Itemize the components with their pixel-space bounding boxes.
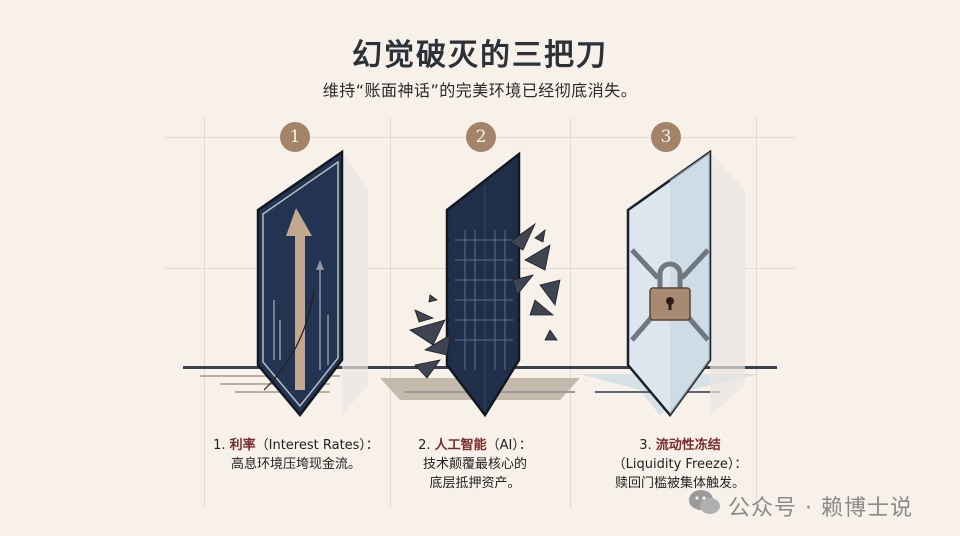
rising-arrow-icon <box>263 208 329 391</box>
page-subtitle: 维持“账面神话”的完美环境已经彻底消失。 <box>322 81 638 100</box>
grid-line <box>390 118 391 508</box>
caption-title-cn: 利率 <box>229 438 256 453</box>
caption-index: 3. <box>639 438 652 453</box>
blade-interest-rates <box>256 150 368 417</box>
padlock-chain-icon <box>630 248 710 342</box>
watermark-text: 公众号 · 赖博士说 <box>728 496 913 521</box>
caption-description: 赎回门槛被集体触发。 <box>614 476 745 491</box>
caption-index: 1. <box>213 438 226 453</box>
grid-line <box>756 118 757 508</box>
caption-title-cn: 人工智能 <box>434 438 487 453</box>
shattered-grid-icon <box>455 230 513 370</box>
caption-title-en: （AI）： <box>486 438 532 453</box>
caption-heading: 1. 利率（Interest Rates）： <box>196 436 396 455</box>
blade-liquidity-freeze <box>626 150 745 418</box>
badge-3: 3 <box>651 122 681 152</box>
caption-description: 高息环境压垮现金流。 <box>230 457 361 472</box>
caption-ai: 2. 人工智能（AI）： 技术颠覆最核心的 底层抵押资产。 <box>395 436 555 493</box>
grid-line <box>204 118 205 508</box>
caption-title-cn: 流动性冻结 <box>655 438 721 453</box>
grid-line <box>570 118 571 508</box>
badge-2: 2 <box>466 122 496 152</box>
badge-1: 1 <box>280 122 310 152</box>
caption-index: 2. <box>418 438 431 453</box>
caption-description: 底层抵押资产。 <box>429 476 521 491</box>
caption-interest-rates: 1. 利率（Interest Rates）： 高息环境压垮现金流。 <box>196 436 396 474</box>
caption-heading: 3. 流动性冻结 <box>590 436 770 455</box>
caption-heading: 2. 人工智能（AI）： <box>395 436 555 455</box>
caption-description: 技术颠覆最核心的 <box>422 457 527 472</box>
wechat-icon <box>689 490 720 514</box>
blade-ai <box>409 151 561 418</box>
caption-liquidity-freeze: 3. 流动性冻结 （Liquidity Freeze）： 赎回门槛被集体触发。 <box>590 436 770 493</box>
caption-title-en: （Interest Rates）： <box>255 438 379 453</box>
caption-title-en: （Liquidity Freeze）： <box>612 457 748 472</box>
page-title: 幻觉破灭的三把刀 <box>352 38 608 73</box>
